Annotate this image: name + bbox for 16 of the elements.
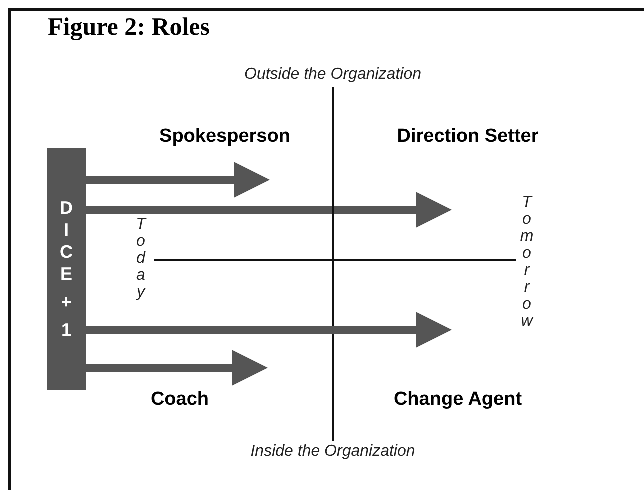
figure-title: Figure 2: Roles	[48, 14, 210, 42]
role-label: Coach	[150, 389, 210, 411]
role-label: Spokesperson	[160, 126, 290, 148]
role-label: Direction Setter	[397, 126, 539, 148]
arrow	[86, 312, 452, 348]
role-label: Change Agent	[394, 389, 522, 411]
axis-line	[332, 87, 334, 441]
arrow	[86, 192, 452, 228]
axis-line	[154, 259, 516, 262]
axis-label: Inside the Organization	[250, 443, 416, 461]
axis-label: Today	[134, 216, 148, 301]
arrow	[86, 162, 270, 198]
axis-label: Outside the Organization	[244, 66, 422, 84]
axis-label: Tomorrow	[520, 194, 534, 330]
vertical-bar: DICE + 1	[47, 148, 86, 390]
arrow	[86, 350, 268, 386]
